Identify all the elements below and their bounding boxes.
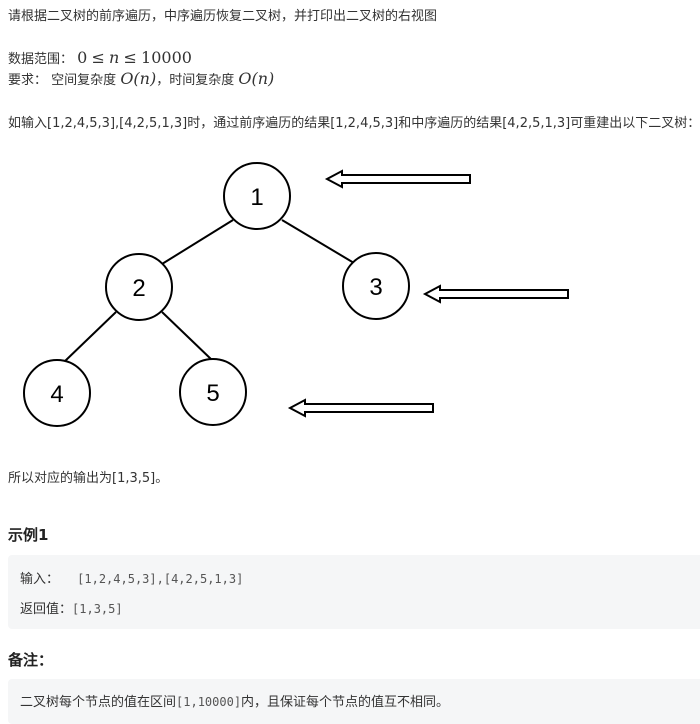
tree-node-4-label: 4	[50, 381, 63, 408]
tree-node-5-label: 5	[206, 380, 219, 407]
tree-node-3: 3	[342, 252, 410, 320]
edge-2-4	[63, 311, 117, 363]
notes-box: 二叉树每个节点的值在区间[1,10000]内，且保证每个节点的值互不相同。	[8, 679, 700, 724]
notes-text-before: 二叉树每个节点的值在区间	[20, 695, 177, 710]
tree-node-5: 5	[179, 358, 247, 426]
requirement-line: 要求： 空间复杂度 O(n)，时间复杂度 O(n)	[8, 70, 274, 90]
tree-node-2-label: 2	[132, 275, 145, 302]
problem-intro: 请根据二叉树的前序遍历，中序遍历恢复二叉树，并打印出二叉树的右视图	[8, 9, 438, 24]
time-complexity-label: ，时间复杂度	[156, 73, 235, 88]
example-box: 输入： [1,2,4,5,3],[4,2,5,1,3] 返回值：[1,3,5]	[8, 555, 700, 629]
return-row: 返回值：[1,3,5]	[20, 598, 123, 617]
return-label: 返回值：	[20, 602, 73, 617]
example-title: 示例1	[8, 526, 49, 544]
tree-edges	[63, 219, 355, 363]
arrow-icon-level-1	[324, 169, 471, 189]
input-label: 输入：	[20, 572, 60, 587]
space-complexity-formula: O(n)	[120, 69, 157, 88]
example-sentence: 如输入[1,2,4,5,3],[4,2,5,1,3]时，通过前序遍历的结果[1,…	[8, 116, 700, 131]
space-complexity-label: 空间复杂度	[51, 73, 117, 88]
binary-tree-diagram: 1 2 3 4 5	[23, 162, 569, 427]
range-op-2: ≤	[123, 48, 137, 67]
data-range-line: 数据范围： 0 ≤ n ≤ 10000	[8, 49, 192, 69]
tree-node-1-label: 1	[250, 184, 263, 211]
return-value: [1,3,5]	[72, 602, 123, 616]
tree-node-1: 1	[223, 162, 291, 230]
arrow-icon-level-3	[287, 398, 434, 418]
notes-title: 备注：	[8, 651, 54, 669]
notes-row: 二叉树每个节点的值在区间[1,10000]内，且保证每个节点的值互不相同。	[20, 691, 449, 710]
range-var: n	[109, 48, 120, 67]
arrow-icon-level-2	[422, 284, 569, 304]
requirement-label: 要求：	[8, 73, 48, 88]
output-sentence: 所以对应的输出为[1,3,5]。	[8, 471, 169, 486]
edge-1-3	[281, 219, 355, 264]
input-row: 输入： [1,2,4,5,3],[4,2,5,1,3]	[20, 568, 243, 587]
input-value: [1,2,4,5,3],[4,2,5,1,3]	[77, 572, 244, 586]
range-label: 数据范围：	[8, 52, 74, 67]
tree-node-3-label: 3	[369, 274, 382, 301]
range-formula: 0 ≤ n ≤ 10000	[77, 49, 192, 67]
range-op-1: ≤	[91, 48, 105, 67]
time-complexity-formula: O(n)	[238, 69, 275, 88]
range-low: 0	[77, 48, 88, 67]
edge-2-5	[161, 311, 214, 362]
tree-node-2: 2	[105, 253, 173, 321]
notes-code: [1,10000]	[176, 695, 242, 709]
tree-node-4: 4	[23, 359, 91, 427]
range-high: 10000	[141, 48, 192, 67]
edge-1-2	[161, 219, 234, 265]
notes-text-after: 内，且保证每个节点的值互不相同。	[241, 695, 450, 710]
